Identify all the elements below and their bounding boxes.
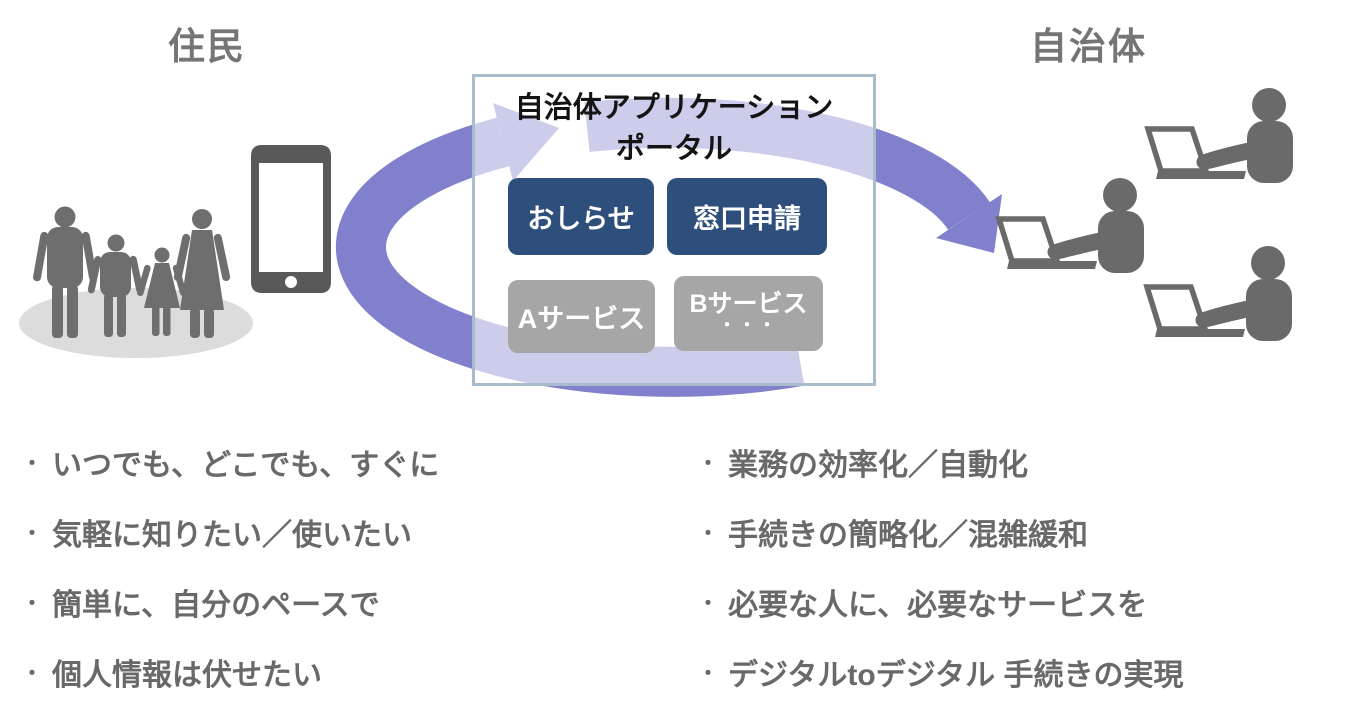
list-item: ・ 必要な人に、必要なサービスを xyxy=(698,580,1358,623)
ellipsis-dots: ・・・ xyxy=(718,316,779,336)
resident-points-list: ・ いつでも、どこでも、すぐに ・ 気軽に知りたい／使いたい ・ 簡単に、自分の… xyxy=(22,440,672,720)
list-item: ・ 気軽に知りたい／使いたい xyxy=(22,510,672,553)
person-at-laptop-icon xyxy=(999,178,1144,273)
bullet-icon: ・ xyxy=(22,593,42,615)
list-item: ・ 簡単に、自分のペースで xyxy=(22,580,672,623)
list-item: ・ デジタルtoデジタル 手続きの実現 xyxy=(698,650,1358,693)
point-text: 必要な人に、必要なサービスを xyxy=(728,588,1148,622)
app-button-service-a[interactable]: Aサービス xyxy=(508,280,655,353)
portal-box: 自治体アプリケーション ポータル おしらせ 窓口申請 Aサービス Bサービス ・… xyxy=(472,74,876,386)
list-item: ・ 業務の効率化／自動化 xyxy=(698,440,1358,483)
bullet-icon: ・ xyxy=(22,523,42,545)
point-text: 業務の効率化／自動化 xyxy=(728,448,1028,482)
family-silhouette-icon xyxy=(19,206,253,358)
point-text: いつでも、どこでも、すぐに xyxy=(52,448,440,482)
bullet-icon: ・ xyxy=(698,593,718,615)
list-item: ・ 手続きの簡略化／混雑緩和 xyxy=(698,510,1358,553)
portal-title-line2: ポータル xyxy=(615,133,732,166)
app-button-counter-application[interactable]: 窓口申請 xyxy=(667,178,827,255)
list-item: ・ いつでも、どこでも、すぐに xyxy=(22,440,672,483)
app-button-service-b[interactable]: Bサービス ・・・ xyxy=(674,276,823,351)
government-label: 自治体 xyxy=(1030,26,1147,67)
government-points-list: ・ 業務の効率化／自動化 ・ 手続きの簡略化／混雑緩和 ・ 必要な人に、必要なサ… xyxy=(698,440,1358,720)
bullet-icon: ・ xyxy=(698,453,718,475)
point-text: デジタルtoデジタル 手続きの実現 xyxy=(728,658,1184,692)
point-text: 気軽に知りたい／使いたい xyxy=(52,518,412,552)
app-button-service-b-label: Bサービス xyxy=(689,289,808,318)
point-text: 個人情報は伏せたい xyxy=(52,658,322,692)
government-workers-icons xyxy=(999,88,1293,341)
bullet-icon: ・ xyxy=(22,453,42,475)
smartphone-icon xyxy=(251,145,331,293)
app-button-notices[interactable]: おしらせ xyxy=(508,178,654,255)
bullet-icon: ・ xyxy=(698,663,718,685)
portal-title-line1: 自治体アプリケーション xyxy=(514,92,834,124)
portal-title: 自治体アプリケーション ポータル xyxy=(475,88,873,170)
bullet-icon: ・ xyxy=(22,663,42,685)
point-text: 簡単に、自分のペースで xyxy=(52,588,380,622)
residents-label: 住民 xyxy=(168,26,246,67)
point-text: 手続きの簡略化／混雑緩和 xyxy=(728,518,1088,552)
person-at-laptop-icon xyxy=(1148,88,1293,183)
person-at-laptop-icon xyxy=(1147,246,1292,341)
bullet-icon: ・ xyxy=(698,523,718,545)
list-item: ・ 個人情報は伏せたい xyxy=(22,650,672,693)
